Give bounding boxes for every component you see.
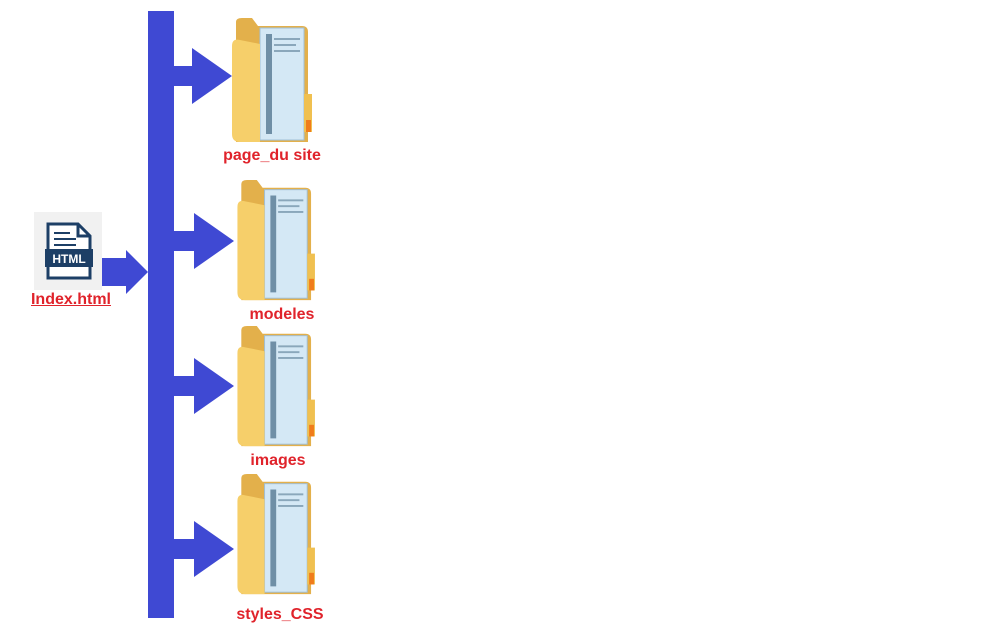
folder-icon[interactable] <box>236 474 328 598</box>
folder-icon[interactable] <box>236 326 328 450</box>
branch-arrow-4 <box>174 521 234 577</box>
branch-arrow-2 <box>174 213 234 269</box>
branch-arrow-3 <box>174 358 234 414</box>
folder-icon[interactable] <box>232 18 324 146</box>
html-badge: HTML <box>52 252 85 266</box>
folder-label-images[interactable]: images <box>250 452 306 469</box>
folder-label-page-du-site[interactable]: page_du site <box>223 147 321 164</box>
folder-label-modeles[interactable]: modeles <box>249 306 315 323</box>
branch-arrow-1 <box>174 48 232 104</box>
index-file-label[interactable]: Index.html <box>30 291 111 308</box>
file-to-spine-arrow <box>102 250 148 294</box>
html-file-icon[interactable]: HTML <box>44 222 94 282</box>
folder-icon[interactable] <box>236 180 328 304</box>
folder-label-styles-css[interactable]: styles_CSS <box>236 606 324 623</box>
vertical-connector <box>148 11 174 618</box>
